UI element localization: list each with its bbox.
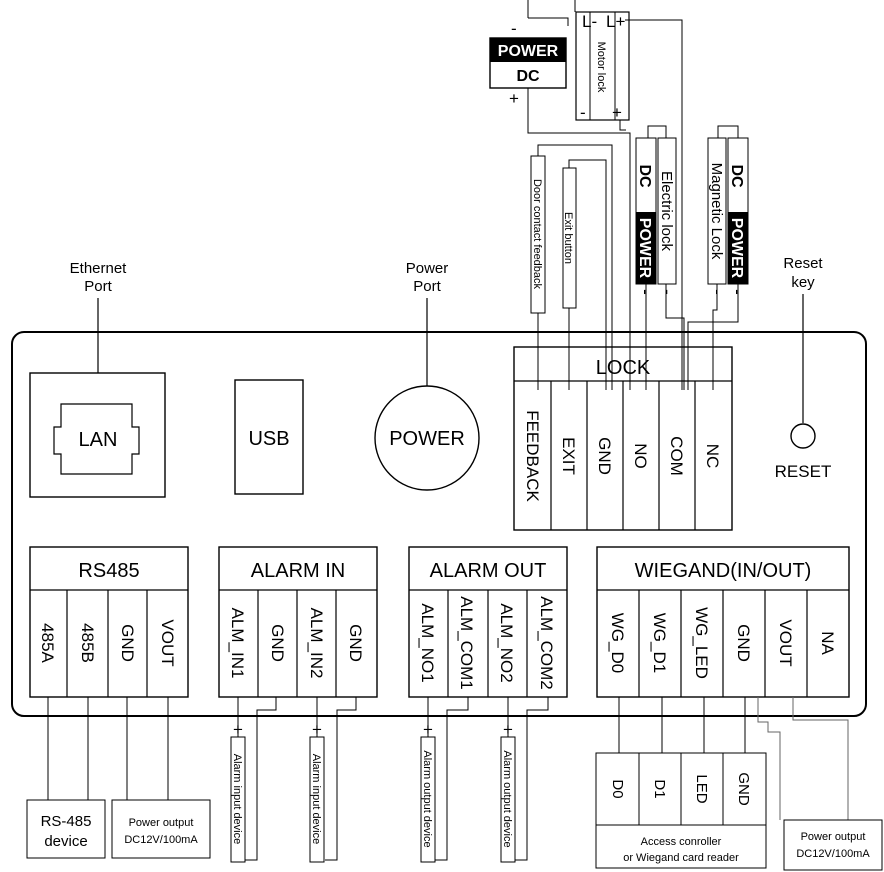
lock-terminal-com: COM <box>667 436 686 476</box>
power-dc-dc-label: DC <box>516 68 540 85</box>
rs485-terminal-gnd: GND <box>118 624 137 662</box>
motor-lock-plus: + <box>612 103 622 122</box>
rs485-terminal-485b: 485B <box>78 623 97 663</box>
reader-pin-gnd: GND <box>735 772 752 806</box>
reset-button <box>790 423 816 449</box>
ethernet-label-line1: Ethernet <box>70 260 128 277</box>
lan-jack-outline <box>53 403 140 475</box>
power-dc-minus: - <box>511 19 517 38</box>
magnetic-lock-label: Magnetic Lock <box>708 163 725 260</box>
power-dc-power-label: POWER <box>498 43 559 60</box>
alarm-output-device-1 <box>420 736 436 863</box>
lock-terminal-exit: EXIT <box>559 437 578 475</box>
wiegand-title: WIEGAND(IN/OUT) <box>635 560 812 582</box>
wiegand-power-output-line2: DC12V/100mA <box>796 848 870 860</box>
lan-label: LAN <box>79 429 118 451</box>
exit-button-label: Exit button <box>562 212 574 264</box>
wiegand-power-output <box>783 819 883 871</box>
electric-lock-device <box>657 137 677 285</box>
magnetic-lock-power-label: POWER <box>728 218 745 279</box>
alarm-in-1-plus: + <box>233 720 243 739</box>
wiegand-terminal-wg-led: WG_LED <box>692 607 711 679</box>
motor-lock-l-plus-label: L+ <box>606 12 625 31</box>
alarm-output-device-1-label: Alarm output device <box>421 750 433 847</box>
power-dc-plus: + <box>509 89 519 108</box>
reader-pin-d1: D1 <box>651 779 668 798</box>
door-contact-device <box>530 155 546 314</box>
power-label: POWER <box>389 428 465 450</box>
electric-lock-power-label: POWER <box>636 218 653 279</box>
alarm-input-device-2 <box>309 736 325 863</box>
rs485-title: RS485 <box>78 560 139 582</box>
rs485-terminal-485a: 485A <box>38 623 57 663</box>
alarm-out-2-plus: + <box>503 720 513 739</box>
lock-terminal-feedback: FEEDBACK <box>523 410 542 502</box>
alarm-out-terminal-alm-com1: ALM_COM1 <box>457 596 476 690</box>
motor-lock-label: Motor lock <box>595 42 607 93</box>
ethernet-label-line2: Port <box>84 278 112 295</box>
rs485-terminal-vout: VOUT <box>158 619 177 666</box>
reader-label-line1: Access conroller <box>641 836 722 848</box>
wiegand-power-output-line1: Power output <box>801 831 866 843</box>
alarm-input-device-2-label: Alarm input device <box>310 754 322 845</box>
magnetic-lock-dc-label: DC <box>728 164 745 188</box>
reset-key-label-line1: Reset <box>783 255 823 272</box>
ethernet-port <box>29 372 166 498</box>
alarm-out-1-plus: + <box>423 720 433 739</box>
lock-terminal-gnd: GND <box>595 437 614 475</box>
reset-key-label-line2: key <box>791 274 815 291</box>
alarm-out-terminal-alm-no2: ALM_NO2 <box>497 603 516 682</box>
exit-button-device <box>562 167 577 309</box>
alarm-input-device-1 <box>230 736 246 863</box>
power-port-label-line1: Power <box>406 260 449 277</box>
door-contact-label: Door contact feedback <box>531 179 543 290</box>
alarm-in-terminal-block <box>218 546 378 698</box>
rs485-power-output-line2: DC12V/100mA <box>124 834 198 846</box>
motor-lock-minus: - <box>580 103 586 122</box>
alarm-out-terminal-alm-com2: ALM_COM2 <box>537 596 556 690</box>
motor-lock-l-minus-label: L- <box>582 12 597 31</box>
lock-terminal-no: NO <box>631 443 650 469</box>
alarm-in-terminal-gnd-1: GND <box>268 624 287 662</box>
rs485-device-label-line1: RS-485 <box>41 813 92 830</box>
usb-port <box>234 379 304 495</box>
reset-label: RESET <box>775 462 832 481</box>
wiegand-terminal-wg-d0: WG_D0 <box>608 613 627 673</box>
rs485-device <box>26 799 106 859</box>
alarm-in-terminal-alm-in2: ALM_IN2 <box>307 608 326 679</box>
alarm-out-terminal-alm-no1: ALM_NO1 <box>418 603 437 682</box>
wiegand-terminal-vout: VOUT <box>776 619 795 666</box>
alarm-out-title: ALARM OUT <box>430 560 547 582</box>
rs485-terminal-block <box>29 546 189 698</box>
alarm-input-device-1-label: Alarm input device <box>231 754 243 845</box>
electric-lock-minus: - <box>658 289 677 295</box>
wiegand-terminal-wg-d1: WG_D1 <box>650 613 669 673</box>
lock-terminal-nc: NC <box>703 444 722 469</box>
power-port-label-line2: Port <box>413 278 441 295</box>
rs485-power-output <box>111 799 211 859</box>
motor-lock-device <box>575 11 630 121</box>
alarm-in-2-plus: + <box>312 720 322 739</box>
rs485-power-output-line1: Power output <box>129 817 194 829</box>
alarm-output-device-2-label: Alarm output device <box>501 750 513 847</box>
wiegand-terminal-na: NA <box>818 631 837 655</box>
alarm-in-terminal-alm-in1: ALM_IN1 <box>228 608 247 679</box>
reader-pin-led: LED <box>693 774 710 803</box>
power-port <box>374 385 480 491</box>
rs485-device-label-line2: device <box>44 833 87 850</box>
electric-lock-label: Electric lock <box>658 171 675 252</box>
reader-pin-d0: D0 <box>609 779 626 798</box>
alarm-output-device-2 <box>500 736 516 863</box>
wiegand-terminal-gnd: GND <box>734 624 753 662</box>
alarm-in-title: ALARM IN <box>251 560 345 582</box>
alarm-in-terminal-gnd-2: GND <box>346 624 365 662</box>
usb-label: USB <box>248 428 289 450</box>
electric-lock-dc-label: DC <box>636 164 653 188</box>
lock-title: LOCK <box>596 357 651 379</box>
reader-label-line2: or Wiegand card reader <box>623 852 739 864</box>
